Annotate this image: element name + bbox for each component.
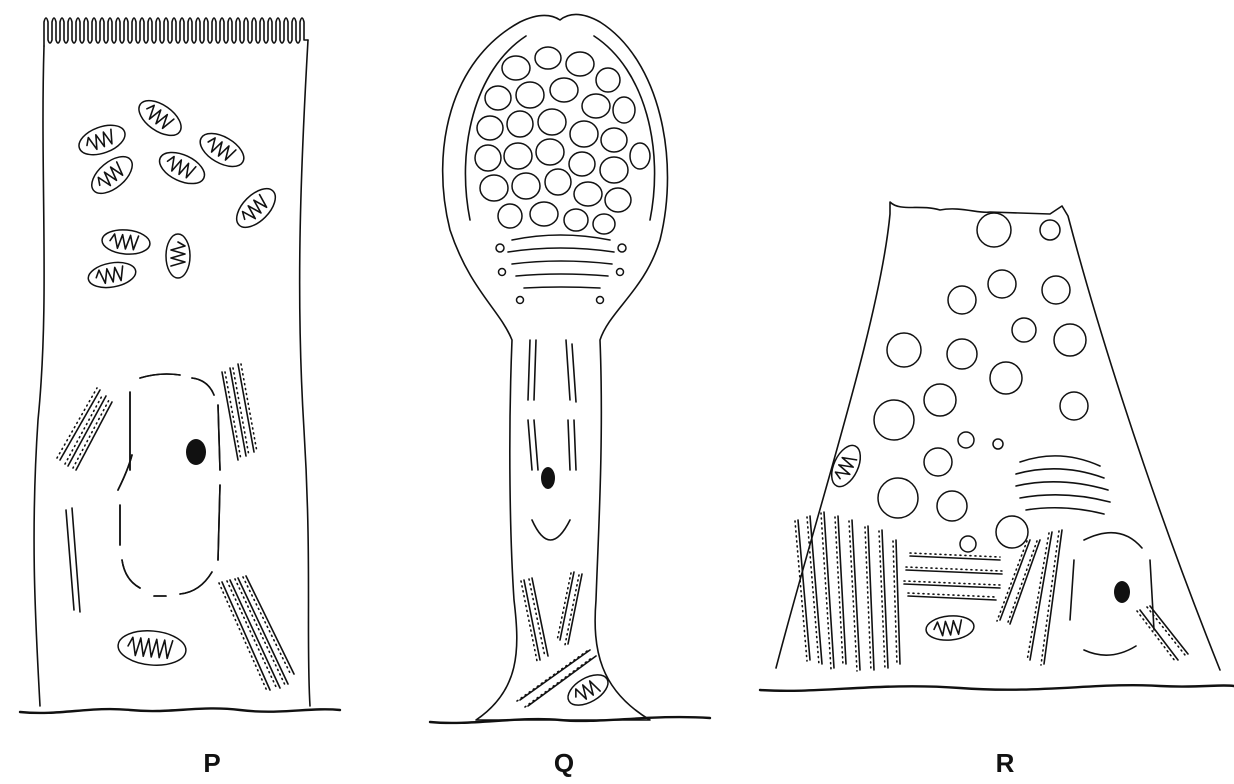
cell-r [760,202,1234,691]
panel-label-p: P [203,748,220,779]
golgi-r [1016,456,1110,514]
basement-membrane-p [20,708,340,713]
mitochondria-p [75,94,282,668]
microvilli-brush-border [44,18,308,46]
mitochondria-r [826,441,975,642]
basement-membrane-r [760,685,1234,691]
nucleus-q [528,340,576,540]
golgi-q [496,235,626,304]
nucleolus-r [1114,581,1130,603]
cell-p [20,18,340,713]
nucleus-p [118,374,220,596]
panel-label-q: Q [554,748,574,779]
nucleolus-q [541,467,555,489]
cell-q [430,14,710,723]
nucleus-r [1070,533,1154,656]
nucleolus-p [186,439,206,465]
panel-label-r: R [996,748,1015,779]
secretory-granules [874,213,1088,552]
mucin-granules [475,47,650,234]
cell-outline-p [34,40,310,706]
rough-er-q [517,572,613,711]
